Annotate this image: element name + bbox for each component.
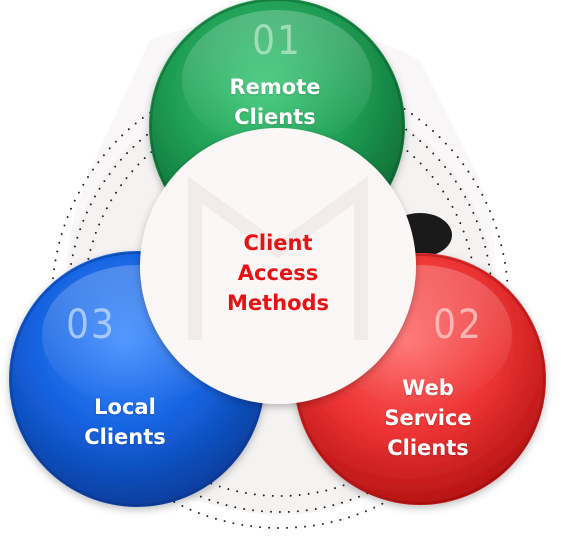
node-number-03: 03 [66, 302, 116, 348]
center-title-line: Methods [226, 291, 330, 315]
node-label-line: Web [402, 376, 454, 400]
center-title-line: Client [243, 231, 313, 255]
node-label-local-clients: Local Clients [45, 392, 205, 452]
node-number-02: 02 [433, 302, 483, 348]
node-label-line: Clients [84, 425, 166, 449]
node-label-line: Remote [229, 75, 321, 99]
node-label-remote-clients: Remote Clients [195, 72, 355, 132]
node-label-line: Clients [234, 105, 316, 129]
node-label-web-service-clients: Web Service Clients [348, 373, 508, 463]
node-number-01: 01 [252, 18, 302, 64]
center-circle [140, 128, 416, 404]
node-label-line: Local [94, 395, 156, 419]
node-label-line: Service [384, 406, 472, 430]
center-title: Client Access Methods [198, 228, 358, 318]
node-label-line: Clients [387, 436, 469, 460]
center-title-line: Access [237, 261, 319, 285]
